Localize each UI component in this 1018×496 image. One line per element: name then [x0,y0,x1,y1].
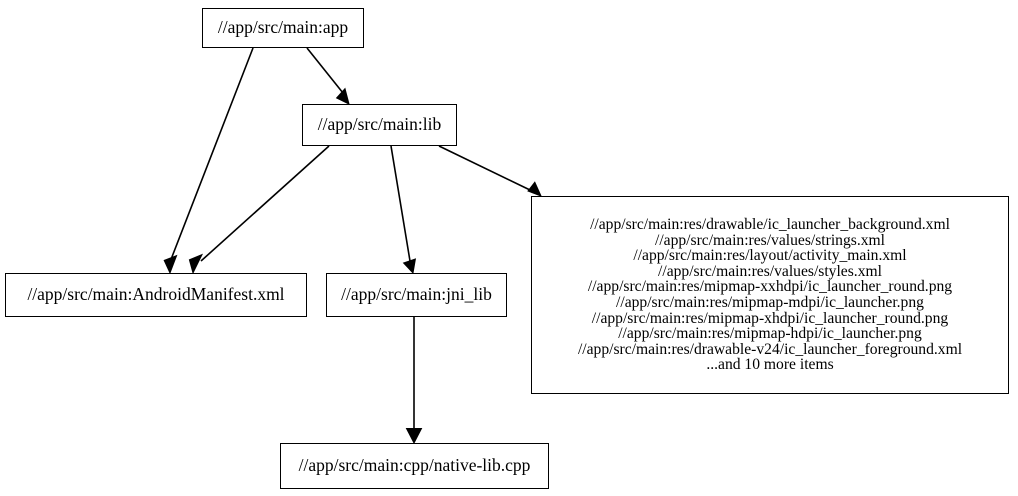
graph-node-lib[interactable]: //app/src/main:lib [302,104,457,146]
graph-node-jni-lib[interactable]: //app/src/main:jni_lib [326,273,507,317]
graph-node-android-manifest[interactable]: //app/src/main:AndroidManifest.xml [5,273,307,317]
arrowhead-icon [405,428,423,445]
graph-node-native-lib-cpp-label: //app/src/main:cpp/native-lib.cpp [298,455,531,476]
graph-node-native-lib-cpp[interactable]: //app/src/main:cpp/native-lib.cpp [280,443,549,489]
arrowhead-icon [335,87,350,105]
arrowhead-icon [188,253,204,275]
graph-node-app[interactable]: //app/src/main:app [202,8,364,48]
graph-edge-lib-to-resources [438,145,542,197]
graph-edge-lib-to-manifest [188,145,330,275]
graph-node-jni-lib-label: //app/src/main:jni_lib [341,284,492,305]
graph-edge-lib-to-jni [390,145,417,275]
graph-node-lib-label: //app/src/main:lib [317,114,442,135]
graph-edge-app-to-lib [306,47,350,105]
graph-node-app-label: //app/src/main:app [217,17,349,38]
arrowhead-icon [402,258,417,275]
graph-edge-app-to-manifest [163,47,254,275]
graph-edge-jni-to-native [405,317,423,445]
arrowhead-icon [163,254,178,275]
graph-node-resources[interactable]: //app/src/main:res/drawable/ic_launcher_… [531,196,1009,394]
arrowhead-icon [527,181,542,197]
graph-node-resources-label: //app/src/main:res/drawable/ic_launcher_… [577,216,963,374]
graph-node-android-manifest-label: //app/src/main:AndroidManifest.xml [27,284,285,305]
